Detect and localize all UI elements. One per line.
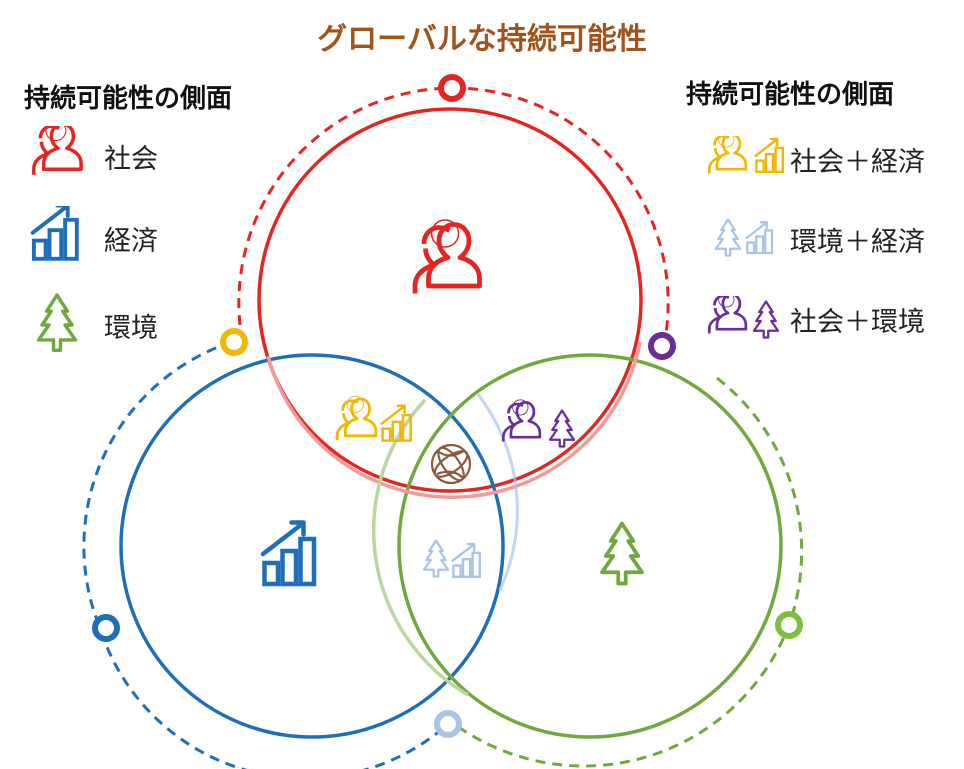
globe-icon: [430, 443, 472, 485]
legend-label-environment-economic: 環境＋経済: [790, 226, 925, 258]
growth-chart-icon: [754, 137, 784, 174]
page-title: グローバルな持続可能性: [317, 22, 647, 57]
social-economic-icons: [707, 136, 784, 175]
legend-item-economic: 経済: [24, 206, 158, 270]
social-outer-arc: [237, 86, 670, 346]
environment-circle: [397, 353, 783, 739]
growth-chart-icon: [745, 221, 774, 255]
people-icon: [707, 296, 748, 335]
people-icon: [32, 126, 83, 177]
environment-marker-ring: [775, 611, 803, 639]
legend-item-social: 社会: [26, 126, 158, 186]
tree-icon: [422, 539, 450, 578]
legend-item-social-economic: 社会＋経済: [706, 136, 925, 182]
tree-icon: [600, 521, 644, 586]
social-economic-overlap-icons: [335, 394, 412, 442]
social-lower-overlap-edge: [266, 341, 642, 499]
economic-circle: [119, 353, 505, 739]
growth-chart-icon: [30, 206, 79, 261]
legend-label-social: 社会: [104, 143, 158, 175]
legend-right-title: 持続可能性の側面: [686, 80, 895, 110]
social-circle: [257, 107, 643, 493]
social-environment-overlap-icons: [501, 398, 576, 448]
people-icon: [707, 136, 748, 175]
people-icon: [501, 398, 542, 443]
tree-icon: [36, 293, 78, 353]
social-marker-ring: [438, 74, 466, 102]
growth-chart-icon: [451, 542, 481, 578]
social-economic-marker-ring: [220, 328, 248, 356]
legend-label-economic: 経済: [104, 225, 158, 257]
legend-label-social-economic: 社会＋経済: [790, 146, 925, 178]
social-environment-icons: [707, 296, 780, 339]
environment-economic-marker-ring: [434, 710, 462, 738]
environment-economic-overlap-icons: [422, 539, 481, 578]
environment-outer-arc: [459, 376, 804, 768]
overlap-edge-env-econ: [475, 392, 519, 591]
social-environment-marker-ring: [648, 332, 676, 360]
tree-icon: [548, 409, 576, 448]
people-icon: [335, 394, 378, 442]
tree-icon: [752, 300, 780, 339]
legend-label-environment: 環境: [104, 312, 158, 344]
legend-item-environment: 環境: [26, 292, 158, 358]
legend-label-social-environment: 社会＋環境: [790, 306, 925, 338]
legend-item-social-environment: 社会＋環境: [706, 296, 925, 342]
economic-marker-ring: [92, 614, 120, 642]
environment-economic-icons: [714, 218, 774, 257]
legend-left-title: 持続可能性の側面: [24, 84, 233, 114]
economic-outer-arc: [82, 340, 449, 769]
tree-icon: [714, 218, 742, 257]
growth-chart-icon: [263, 523, 314, 585]
people-icon: [415, 220, 480, 293]
legend-item-environment-economic: 環境＋経済: [706, 216, 925, 262]
